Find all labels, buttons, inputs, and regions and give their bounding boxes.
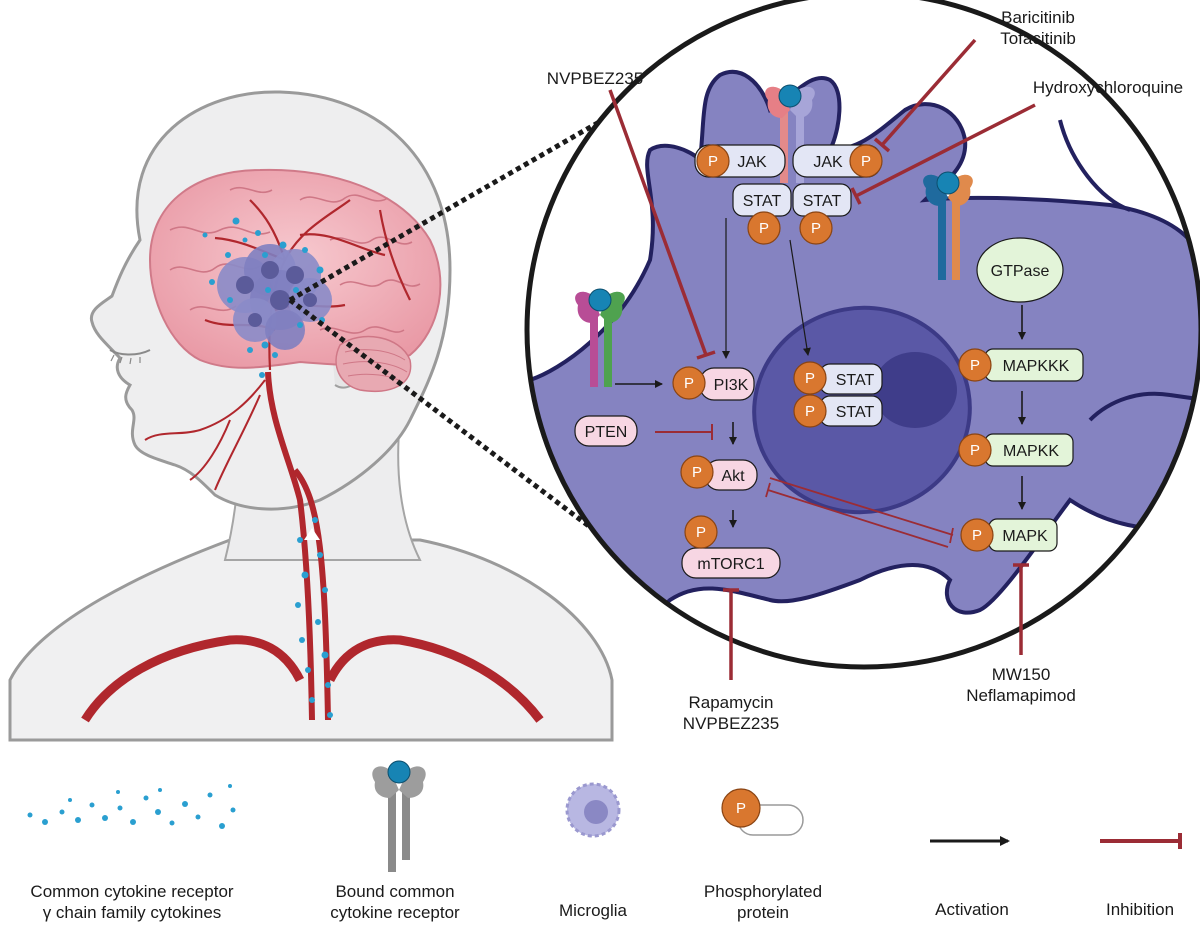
legend-activation-label: Activation (935, 900, 1009, 919)
phospho-label: P (684, 375, 694, 392)
jak-left-label: JAK (737, 154, 767, 171)
jak-right-node: JAK P (792, 144, 883, 178)
nuclear-stat-1-node: STAT P (793, 361, 883, 395)
legend-microglia-icon (565, 782, 621, 838)
jak-right-label: JAK (813, 154, 843, 171)
legend-phospho-label-line2: protein (737, 903, 789, 922)
zoom-lines (288, 107, 662, 582)
nuclear-stat-2-label: STAT (836, 404, 875, 421)
legend-receptor-label-line1: Bound common (335, 882, 454, 901)
activation-arrows (615, 218, 1026, 528)
pten-node: PTEN (574, 415, 638, 447)
legend-cytokines-label-line2: γ chain family cytokines (43, 903, 222, 922)
phospho-label: P (805, 403, 815, 420)
cytokine-receptor-pi3k (575, 288, 625, 387)
legend-phospho-label-line1: Phosphorylated (704, 882, 822, 901)
jak-left-node: JAK P (694, 144, 786, 178)
phospho-label: P (708, 153, 718, 170)
gtpase-node: GTPase (976, 237, 1064, 303)
head-illustration (8, 90, 614, 742)
cytokine-receptor-jak (765, 84, 815, 183)
mtorc1-label: mTORC1 (697, 556, 764, 573)
cell-zoom-panel (524, 0, 1200, 670)
mapkkk-label: MAPKKK (1003, 358, 1070, 375)
stat-left-label: STAT (743, 193, 782, 210)
akt-label: Akt (721, 468, 745, 485)
legend-microglia-label: Microglia (559, 901, 628, 920)
phospho-label: P (970, 357, 980, 374)
mapk-node: MAPK P (960, 518, 1058, 552)
phospho-label: P (805, 370, 815, 387)
pi3k-node: PI3K P (672, 366, 755, 401)
phospho-label: P (811, 220, 821, 237)
phospho-label: P (692, 464, 702, 481)
phospho-label: P (972, 527, 982, 544)
phospho-label: P (736, 800, 746, 817)
legend-inhibition-label: Inhibition (1106, 900, 1174, 919)
pi3k-label: PI3K (714, 377, 749, 394)
phospho-label: P (861, 153, 871, 170)
akt-node: Akt P (680, 455, 758, 491)
drug-baricitinib: Baricitinib (1001, 8, 1075, 27)
stat-left-node: STAT P (732, 183, 792, 245)
drug-mw150: MW150 (992, 665, 1051, 684)
mtorc1-node: mTORC1 P (681, 515, 781, 579)
nucleolus (873, 352, 957, 428)
phospho-label: P (970, 442, 980, 459)
inhibition-lines (608, 38, 1036, 680)
nuclear-stat-2-node: STAT P (793, 394, 883, 428)
mapkkk-node: MAPKKK P (958, 348, 1084, 382)
drug-nvpbez235-pi3k: NVPBEZ235 (547, 69, 643, 88)
legend-phospho-icon: P (721, 788, 804, 836)
mapkk-label: MAPKK (1003, 443, 1059, 460)
legend: Common cytokine receptor γ chain family … (27, 760, 1182, 922)
drug-hydroxychloroquine: Hydroxychloroquine (1033, 78, 1183, 97)
legend-cytokines-icon (27, 784, 236, 829)
cytokine-receptor-mapk (923, 171, 973, 280)
drug-labels: Baricitinib Tofacitinib Hydroxychloroqui… (547, 8, 1183, 733)
legend-receptor-label-line2: cytokine receptor (330, 903, 460, 922)
drug-tofacitinib: Tofacitinib (1000, 29, 1076, 48)
mapk-label: MAPK (1002, 528, 1048, 545)
drug-rapamycin: Rapamycin (688, 693, 773, 712)
phospho-label: P (696, 524, 706, 541)
legend-cytokines-label-line1: Common cytokine receptor (30, 882, 233, 901)
nuclear-stat-1-label: STAT (836, 372, 875, 389)
gtpase-label: GTPase (991, 263, 1050, 280)
drug-nvpbez235-mtorc1: NVPBEZ235 (683, 714, 779, 733)
microglia-cluster (217, 244, 332, 350)
drug-neflamapimod: Neflamapimod (966, 686, 1076, 705)
pten-label: PTEN (585, 424, 628, 441)
stat-right-node: STAT P (792, 183, 852, 245)
legend-receptor-icon (372, 760, 426, 872)
stat-right-label: STAT (803, 193, 842, 210)
legend-inhibition-line (1100, 833, 1182, 849)
phospho-label: P (759, 220, 769, 237)
mapkk-node: MAPKK P (958, 433, 1074, 467)
